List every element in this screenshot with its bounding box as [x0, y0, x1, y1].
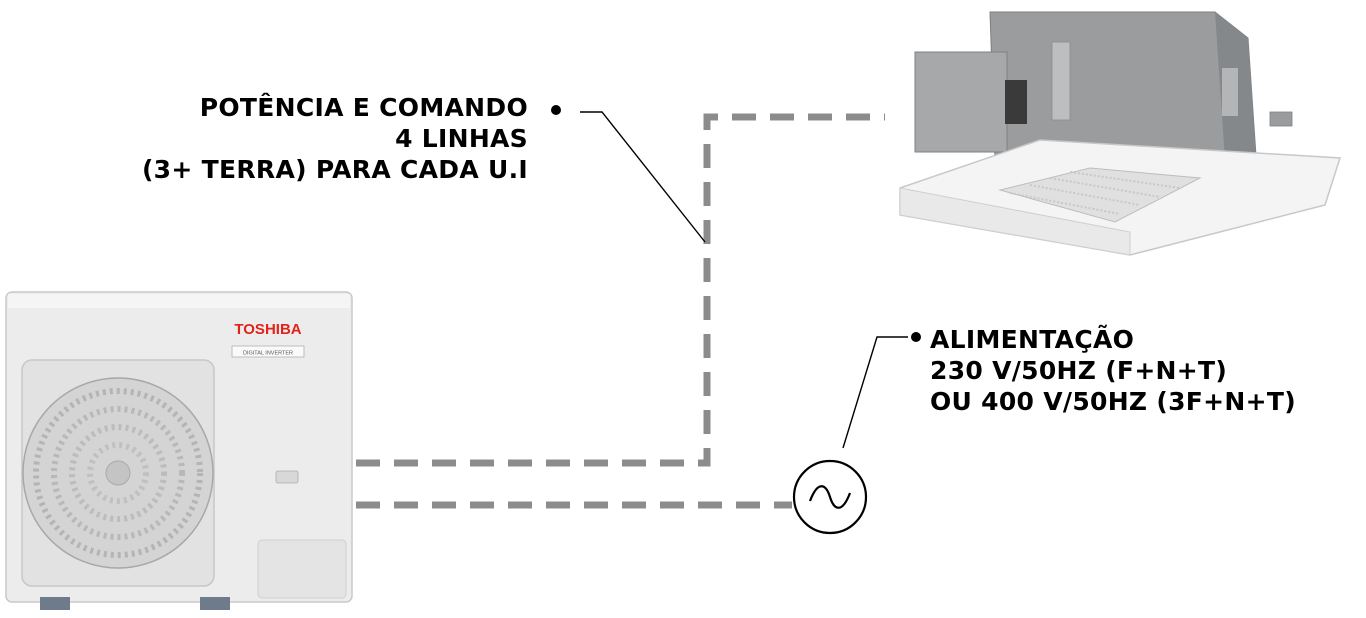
power-control-line-3: (3+ TERRA) PARA CADA U.I: [141, 155, 528, 184]
power-control-line-1: POTÊNCIA E COMANDO: [199, 93, 528, 122]
bullet-icon: [911, 332, 921, 342]
bullet-icon: [551, 105, 561, 115]
ac-source-icon: [792, 459, 868, 535]
supply-label: ALIMENTAÇÃO 230 V/50HZ (F+N+T) OU 400 V/…: [930, 324, 1296, 417]
supply-line-3: OU 400 V/50HZ (3F+N+T): [930, 387, 1296, 416]
model-badge: DIGITAL INVERTER: [243, 351, 293, 357]
leader-line-power-control: [580, 111, 706, 243]
power-control-line-2: 4 LINHAS: [395, 124, 528, 153]
supply-line-1: ALIMENTAÇÃO: [930, 325, 1135, 354]
outdoor-unit-icon: TOSHIBA DIGITAL INVERTER: [5, 291, 353, 610]
supply-line-2: 230 V/50HZ (F+N+T): [930, 356, 1228, 385]
cassette-indoor-unit-icon: [899, 11, 1342, 256]
brand-logo: TOSHIBA: [234, 321, 301, 338]
leader-line-supply: [842, 336, 908, 449]
power-control-cable: [356, 113, 885, 467]
power-control-label: POTÊNCIA E COMANDO 4 LINHAS (3+ TERRA) P…: [142, 92, 528, 185]
